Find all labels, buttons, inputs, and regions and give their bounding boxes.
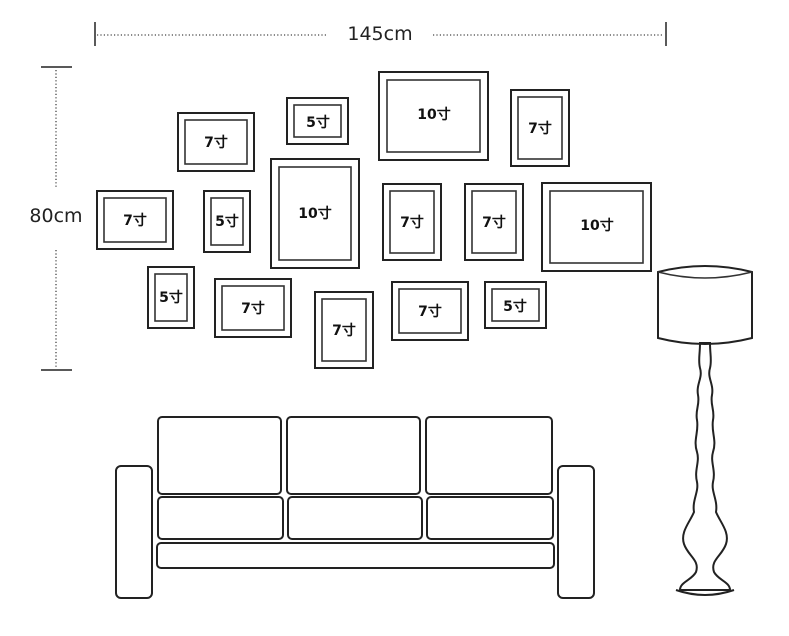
sofa-left-armrest	[115, 465, 153, 599]
sofa-seat-cushion	[426, 496, 554, 540]
frame-label: 7寸	[204, 134, 228, 151]
photo-frame: 5寸	[286, 97, 349, 145]
sofa-base	[156, 542, 555, 569]
frame-label: 7寸	[400, 214, 424, 231]
sofa-seat-cushion	[287, 496, 423, 540]
photo-frame: 7寸	[314, 291, 374, 369]
lamp-base	[675, 589, 735, 596]
photo-frame: 7寸	[96, 190, 174, 250]
frame-group: 5寸 10寸 7寸 7寸 7寸 5寸	[96, 71, 652, 369]
sofa-back-cushion	[425, 416, 553, 495]
photo-frame: 7寸	[464, 183, 524, 261]
frame-label: 7寸	[418, 303, 442, 320]
height-label: 80cm	[29, 205, 82, 227]
photo-frame: 10寸	[270, 158, 360, 269]
lamp-shade-rim	[657, 271, 753, 279]
sofa-right-armrest	[557, 465, 595, 599]
width-label: 145cm	[347, 23, 412, 45]
photo-frame: 7寸	[510, 89, 570, 167]
photo-frame: 5寸	[203, 190, 251, 253]
sofa-back-cushion	[286, 416, 421, 495]
frame-label: 5寸	[503, 298, 527, 315]
frame-label: 10寸	[580, 217, 613, 234]
photo-frame: 5寸	[484, 281, 547, 329]
photo-frame: 10寸	[378, 71, 489, 161]
frame-label: 10寸	[417, 106, 450, 123]
photo-frame: 7寸	[177, 112, 255, 172]
photo-frame: 10寸	[541, 182, 652, 272]
frame-label: 5寸	[159, 289, 183, 306]
frame-label: 5寸	[306, 114, 330, 131]
frame-label: 7寸	[482, 214, 506, 231]
sofa-back-cushion	[157, 416, 282, 495]
sofa-seat-cushion	[157, 496, 284, 540]
floor-lamp-illustration	[657, 265, 753, 596]
frame-label: 7寸	[241, 300, 265, 317]
frame-label: 7寸	[123, 212, 147, 229]
frame-label: 5寸	[215, 213, 239, 230]
height-dimension: 80cm	[29, 66, 83, 371]
photo-frame: 7寸	[391, 281, 469, 341]
lamp-shade	[657, 265, 753, 345]
photo-frame: 5寸	[147, 266, 195, 329]
photo-frame: 7寸	[214, 278, 292, 338]
frame-label: 7寸	[528, 120, 552, 137]
frame-label: 7寸	[332, 322, 356, 339]
sofa-illustration	[115, 416, 595, 599]
width-dimension: 145cm	[94, 22, 667, 46]
photo-frame: 7寸	[382, 183, 442, 261]
frame-label: 10寸	[298, 205, 331, 222]
lamp-stand	[678, 342, 732, 591]
